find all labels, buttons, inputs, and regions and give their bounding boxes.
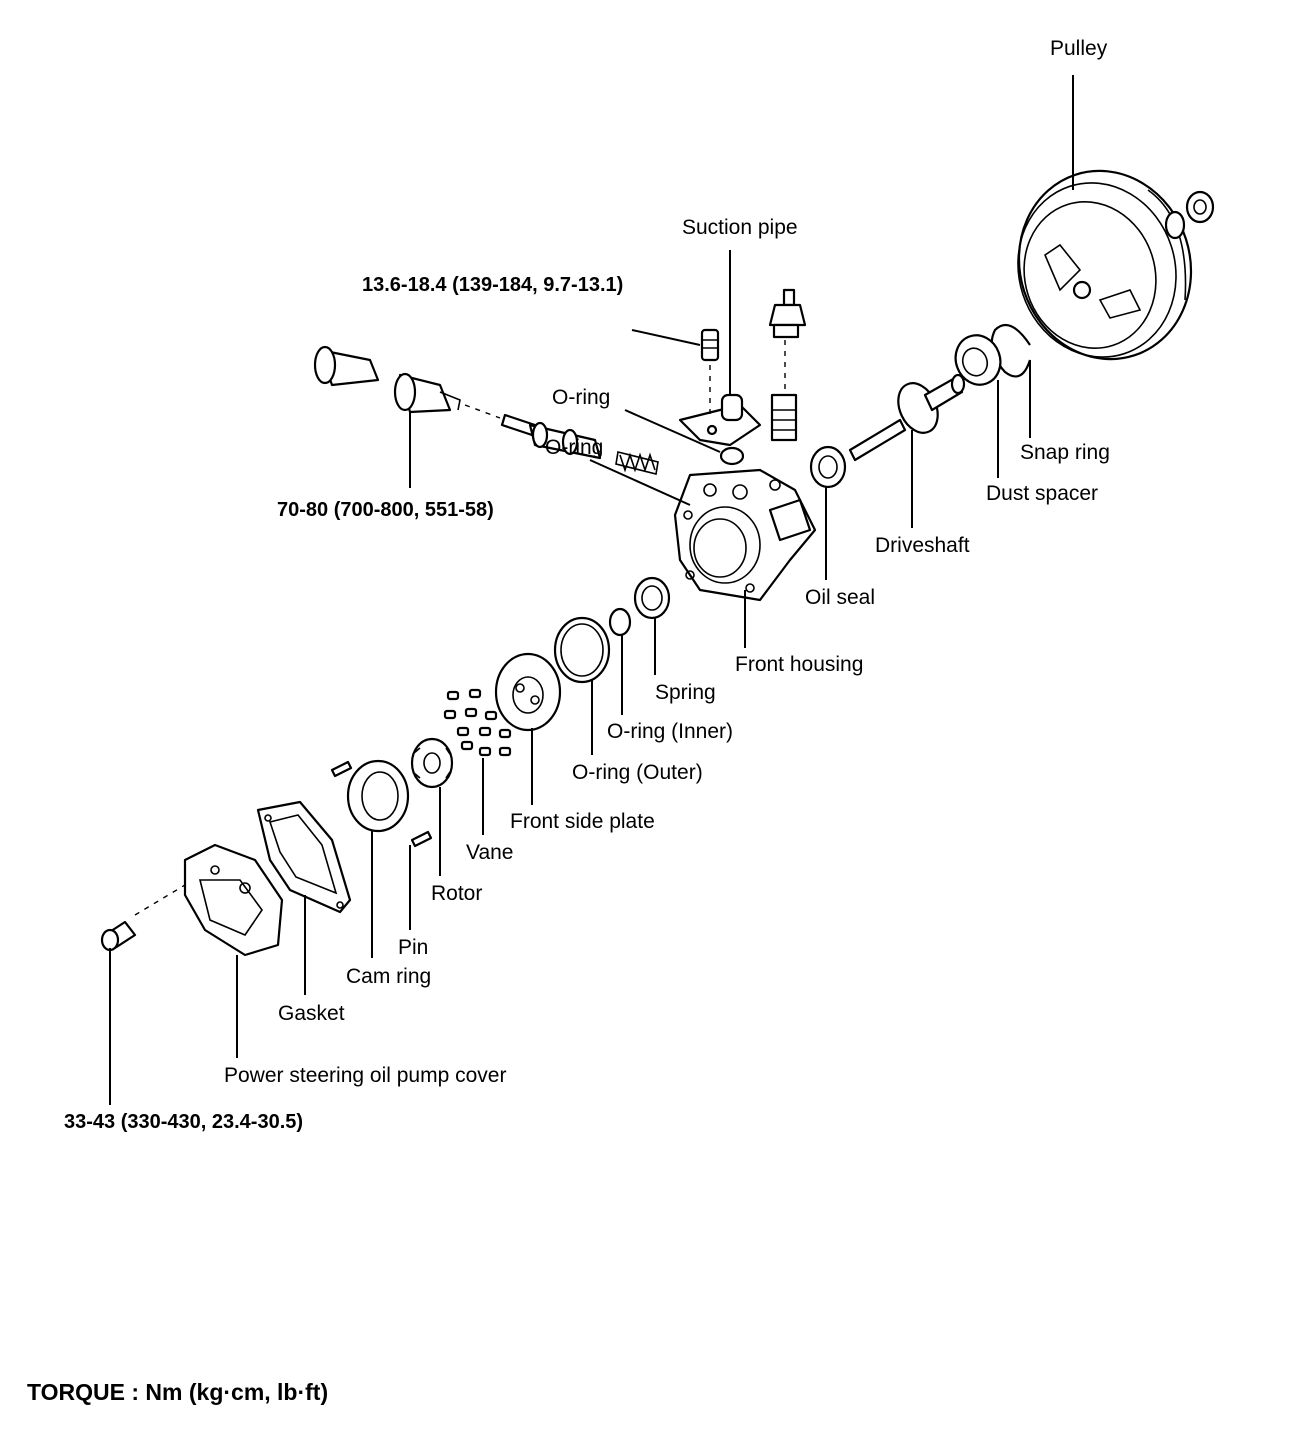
oil-seal-part <box>809 445 847 489</box>
label-o-ring-outer: O-ring (Outer) <box>572 761 703 784</box>
suction-pipe-part <box>678 328 762 447</box>
label-dust-spacer: Dust spacer <box>986 482 1098 505</box>
cover-bolt-part <box>100 920 137 952</box>
label-pin: Pin <box>398 936 428 959</box>
label-torque-cover: 33-43 (330-430, 23.4-30.5) <box>64 1111 303 1133</box>
front-housing-part <box>673 468 817 602</box>
label-o-ring-inner: O-ring (Inner) <box>607 720 733 743</box>
o-ring-inner-part <box>608 607 632 637</box>
leader-lines <box>109 75 1074 1105</box>
label-cam-ring: Cam ring <box>346 965 431 988</box>
pump-cover-part <box>134 843 284 957</box>
label-oil-seal: Oil seal <box>805 586 875 609</box>
labels: Pulley Suction pipe 13.6-18.4 (139-184, … <box>27 37 1110 1405</box>
vanes-part <box>443 688 512 757</box>
driveshaft-part <box>848 373 966 462</box>
label-spring: Spring <box>655 681 716 704</box>
label-o-ring-top: O-ring <box>552 386 610 409</box>
label-torque-suction: 13.6-18.4 (139-184, 9.7-13.1) <box>362 274 623 296</box>
label-driveshaft: Driveshaft <box>875 534 970 557</box>
connector-part <box>313 345 461 414</box>
label-front-side-plate: Front side plate <box>510 810 655 833</box>
label-torque-connector: 70-80 (700-800, 551-58) <box>277 499 494 521</box>
label-suction-pipe: Suction pipe <box>682 216 798 239</box>
flow-control-valve-part <box>464 404 602 460</box>
cam-ring-part <box>346 759 410 833</box>
o-ring-top-part <box>719 446 745 466</box>
front-side-plate-part <box>494 652 562 732</box>
label-vane: Vane <box>466 841 514 864</box>
label-rotor: Rotor <box>431 882 482 905</box>
rotor-part <box>410 737 454 789</box>
pulley-nut-part <box>1164 190 1215 240</box>
spring-part <box>633 576 671 620</box>
label-pump-cover: Power steering oil pump cover <box>224 1064 506 1087</box>
label-gasket: Gasket <box>278 1002 345 1025</box>
diagram-title: TORQUE : Nm (kg·cm, lb·ft) <box>27 1379 328 1405</box>
label-snap-ring: Snap ring <box>1020 441 1110 464</box>
dust-spacer-part <box>954 334 1002 386</box>
label-o-ring-partial: O-ring <box>545 436 603 459</box>
connector-fitting-part <box>768 288 807 442</box>
gasket-part <box>256 800 352 914</box>
label-front-housing: Front housing <box>735 653 863 676</box>
label-pulley: Pulley <box>1050 37 1108 60</box>
pins-part <box>330 760 433 848</box>
o-ring-outer-part <box>553 616 611 684</box>
valve-spring-part <box>615 451 659 475</box>
